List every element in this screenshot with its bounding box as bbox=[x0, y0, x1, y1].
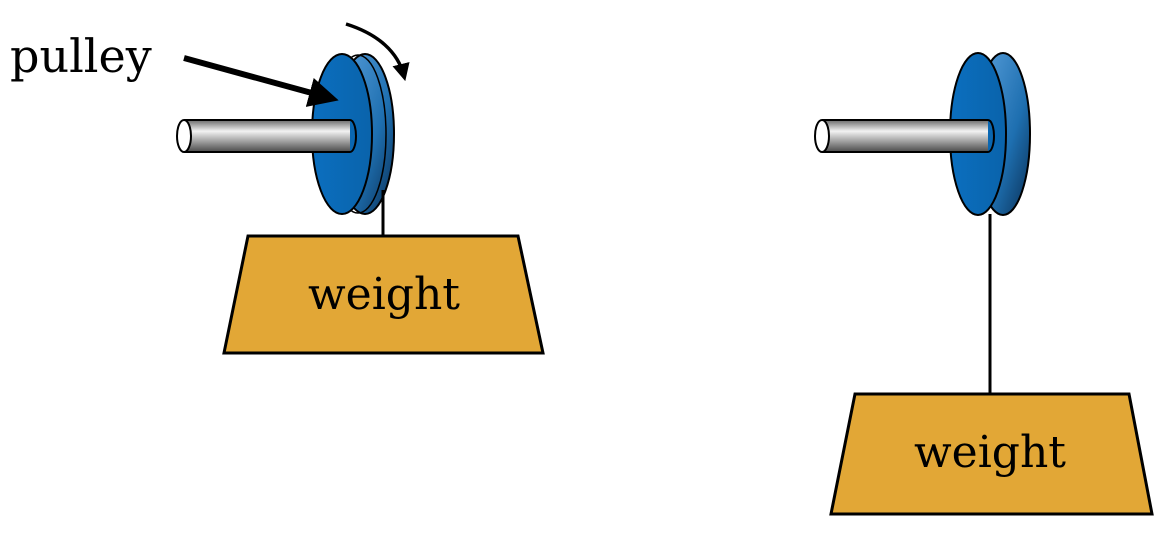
pulley-label: pulley bbox=[10, 29, 152, 83]
right-weight-label: weight bbox=[914, 427, 1066, 478]
right-weight-block bbox=[829, 392, 1154, 516]
rotation-arrow bbox=[345, 22, 410, 82]
right-axle bbox=[814, 119, 995, 153]
left-axle bbox=[176, 119, 357, 153]
right-scene: weight bbox=[814, 52, 1154, 516]
left-scene: weight pulley bbox=[10, 22, 545, 355]
left-weight-label: weight bbox=[308, 269, 460, 320]
pulley-pointer-arrow bbox=[183, 55, 339, 107]
left-weight-block bbox=[222, 234, 545, 355]
